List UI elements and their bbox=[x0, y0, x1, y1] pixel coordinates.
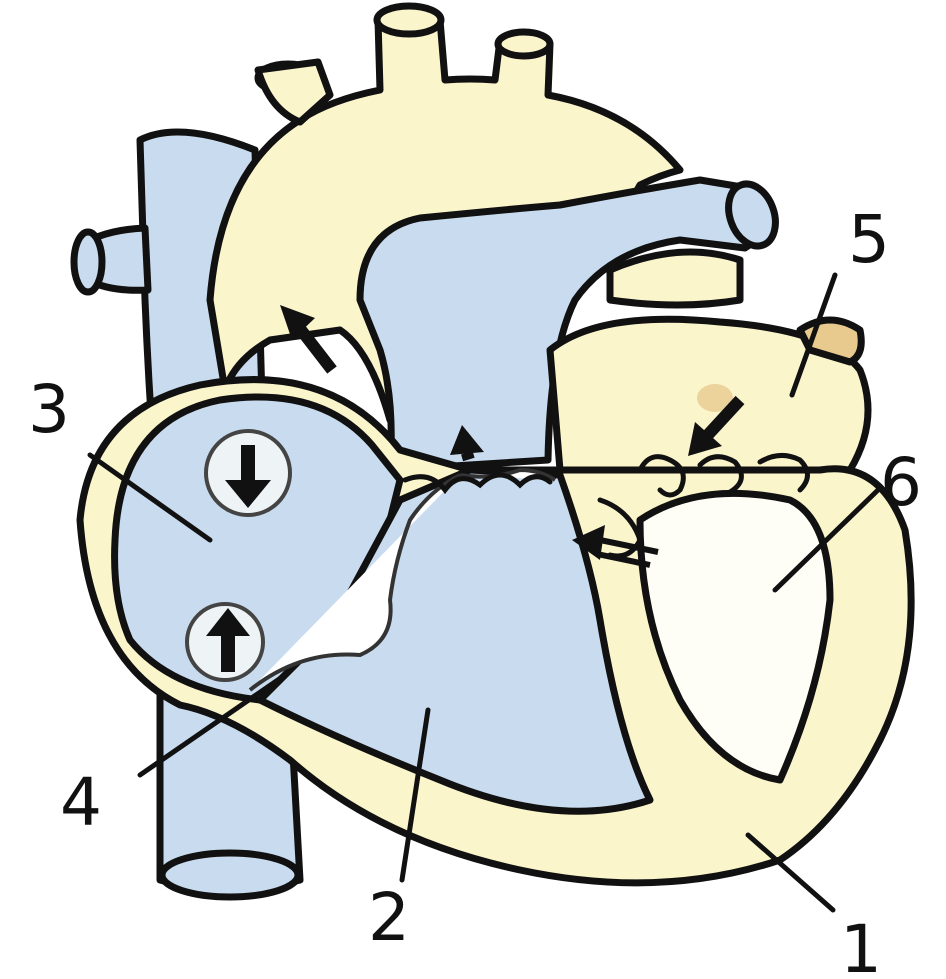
label-2: 2 bbox=[368, 879, 410, 956]
label-1: 1 bbox=[840, 911, 882, 979]
label-4: 4 bbox=[60, 764, 102, 841]
label-5: 5 bbox=[848, 201, 890, 278]
label-6: 6 bbox=[880, 444, 922, 521]
label-3: 3 bbox=[28, 371, 70, 448]
